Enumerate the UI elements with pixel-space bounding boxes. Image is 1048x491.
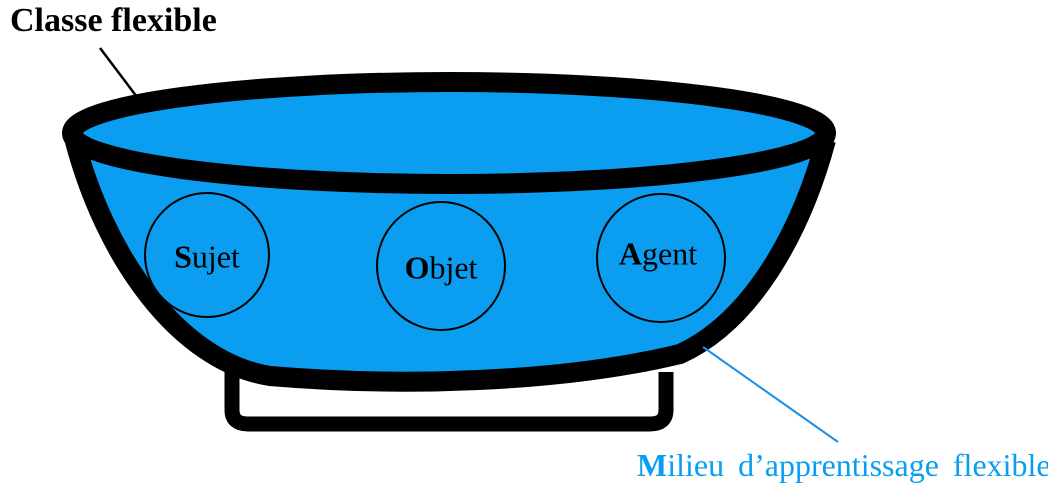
sujet-initial: S <box>174 238 192 275</box>
bottom-label-pointer-line <box>702 346 839 443</box>
sujet-rest: ujet <box>191 238 240 275</box>
circle-agent <box>596 193 726 323</box>
top-label-pointer-line <box>99 47 141 102</box>
objet-rest: bjet <box>429 249 478 286</box>
milieu-apprentissage-label: Milieu d’apprentissage flexible <box>637 447 1048 484</box>
agent-rest: gent <box>642 235 698 272</box>
circle-objet <box>376 201 506 331</box>
agent-label: Agent <box>619 236 697 273</box>
objet-label: Objet <box>405 250 478 287</box>
milieu-initial: M <box>637 447 668 483</box>
objet-initial: O <box>404 249 430 286</box>
sujet-label: Sujet <box>174 239 240 276</box>
bowl-rim <box>62 72 836 194</box>
classe-flexible-label: Classe flexible <box>10 2 217 39</box>
agent-initial: A <box>618 235 643 272</box>
milieu-rest: ilieu d’apprentissage flexible <box>667 447 1048 483</box>
circle-sujet <box>144 192 270 318</box>
